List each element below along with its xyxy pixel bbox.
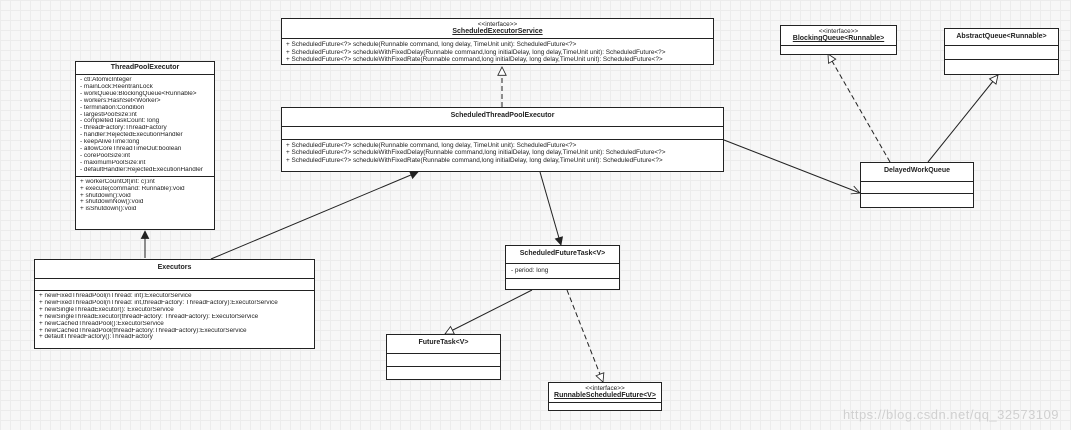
class-future-task[interactable]: FutureTask<V> xyxy=(386,334,501,380)
method-line: + ScheduledFuture<?> scheduleWithFixedDe… xyxy=(286,149,666,157)
method-line: + shutdown():void xyxy=(80,192,131,199)
method-line: + isShutdown():void xyxy=(80,206,137,213)
fields-section xyxy=(282,127,723,141)
fields-section xyxy=(945,46,1058,61)
field-line: - maximumPoolSize:int xyxy=(80,159,146,166)
method-line: + newFixedThreadPool(nThread: int,thread… xyxy=(39,299,278,306)
class-executors[interactable]: Executors + newFixedThreadPool(nThread: … xyxy=(34,259,315,349)
field-line: - period: long xyxy=(511,267,549,275)
method-line: + defaultThreadFactory():ThreadFactory xyxy=(39,334,153,341)
stereotype-label: <<interface>> xyxy=(477,21,518,28)
class-name: ScheduledThreadPoolExecutor xyxy=(282,108,723,128)
field-line: - keepAliveTime:long xyxy=(80,139,140,146)
method-line: + workerCountOf(int: c):int xyxy=(80,178,155,185)
methods-section xyxy=(387,367,500,377)
method-line: + newCachedThreadPool(threadFactory:Thre… xyxy=(39,327,247,334)
inheritance-arrow-dwq-to-abstractqueue xyxy=(927,75,998,163)
methods-section xyxy=(945,60,1058,70)
dependency-arrow-executors-to-stpe xyxy=(210,172,418,260)
fields-section xyxy=(861,182,973,195)
class-scheduled-thread-pool-executor[interactable]: ScheduledThreadPoolExecutor + ScheduledF… xyxy=(281,107,724,172)
class-delayed-work-queue[interactable]: DelayedWorkQueue xyxy=(860,162,974,208)
class-name: AbstractQueue<Runnable> xyxy=(945,29,1058,47)
class-name: ScheduledFutureTask<V> xyxy=(506,246,619,265)
field-line: - threadFactory:ThreadFactory xyxy=(80,125,167,132)
field-line: - allowCoreThreadTimeOut:boolean xyxy=(80,146,182,153)
method-line: + shutdownNow():void xyxy=(80,199,144,206)
method-line: + newSingleThreadExecutor(threadFactory:… xyxy=(39,313,259,320)
method-line: + newSingleThreadExecutor(): ExecutorSer… xyxy=(39,306,174,313)
field-line: - workQueue:BlockingQueue<Runnable> xyxy=(80,90,197,97)
method-line: + newFixedThreadPool(nThread: int):Execu… xyxy=(39,293,192,300)
field-line: - completedTaskCount: long xyxy=(80,118,160,125)
class-runnable-scheduled-future[interactable]: <<interface>> RunnableScheduledFuture<V> xyxy=(548,382,662,411)
methods-section xyxy=(861,194,973,204)
methods-section: + ScheduledFuture<?> schedule(Runnable c… xyxy=(282,39,713,65)
association-arrow-stpe-to-sft xyxy=(539,171,561,245)
realization-arrow-sft-to-runnablescheduledfuture xyxy=(566,289,603,382)
field-line: - mainLock:ReentranLock xyxy=(80,83,153,90)
realization-arrow-dwq-to-blockingqueue xyxy=(828,54,891,163)
method-line: + execute(command: Runnable):void xyxy=(80,185,185,192)
class-name: Executors xyxy=(35,260,314,280)
class-name: ScheduledExecutorService xyxy=(452,28,543,36)
class-abstract-queue[interactable]: AbstractQueue<Runnable> xyxy=(944,28,1059,75)
method-line: + ScheduledFuture<?> schedule(Runnable c… xyxy=(286,142,577,150)
class-name: BlockingQueue<Runnable> xyxy=(792,35,885,43)
methods-section: + ScheduledFuture<?> schedule(Runnable c… xyxy=(282,140,723,166)
association-arrow-stpe-to-dwq xyxy=(723,139,860,193)
fields-section: - period: long xyxy=(506,264,619,280)
method-line: + ScheduledFuture<?> scheduleWithFixedRa… xyxy=(286,56,663,64)
field-line: - corePoolSize:int xyxy=(80,153,131,160)
class-scheduled-future-task[interactable]: ScheduledFutureTask<V> - period: long xyxy=(505,245,620,290)
methods-section xyxy=(506,279,619,289)
method-line: + newCachedThreadPool():ExecutorService xyxy=(39,320,164,327)
field-line: - largestPoolSize:int xyxy=(80,111,137,118)
method-line: + ScheduledFuture<?> scheduleWithFixedDe… xyxy=(286,48,666,56)
field-line: - termination:Condition xyxy=(80,104,145,111)
method-line: + ScheduledFuture<?> schedule(Runnable c… xyxy=(286,41,577,49)
method-line: + ScheduledFuture<?> scheduleWithFixedRa… xyxy=(286,156,663,164)
methods-section: + workerCountOf(int: c):int + execute(co… xyxy=(76,177,214,216)
class-name: DelayedWorkQueue xyxy=(861,163,973,183)
stereotype-label: <<interface>> xyxy=(818,28,859,35)
inheritance-arrow-sft-to-futuretask xyxy=(445,289,533,335)
fields-section xyxy=(35,279,314,292)
class-name: ThreadPoolExecutor xyxy=(76,62,214,76)
stereotype-label: <<interface>> xyxy=(585,385,625,392)
class-name: RunnableScheduledFuture<V> xyxy=(554,392,656,400)
field-line: - handler:RejectedExecutionHandler xyxy=(80,132,183,139)
class-scheduled-executor-service[interactable]: <<interface>> ScheduledExecutorService +… xyxy=(281,18,714,65)
class-thread-pool-executor[interactable]: ThreadPoolExecutor - ctl:AtomicInteger -… xyxy=(75,61,215,230)
field-line: - ctl:AtomicInteger xyxy=(80,77,132,84)
class-blocking-queue[interactable]: <<interface>> BlockingQueue<Runnable> xyxy=(780,25,897,55)
field-line: - workers:HashSet<Worker> xyxy=(80,97,161,104)
field-line: - defaultHandler:RejectedExecutionHandle… xyxy=(80,166,203,173)
fields-section: - ctl:AtomicInteger - mainLock:ReentranL… xyxy=(76,75,214,177)
methods-section: + newFixedThreadPool(nThread: int):Execu… xyxy=(35,291,314,343)
watermark-text: https://blog.csdn.net/qq_32573109 xyxy=(843,407,1059,422)
class-name: FutureTask<V> xyxy=(387,335,500,355)
fields-section xyxy=(387,354,500,368)
